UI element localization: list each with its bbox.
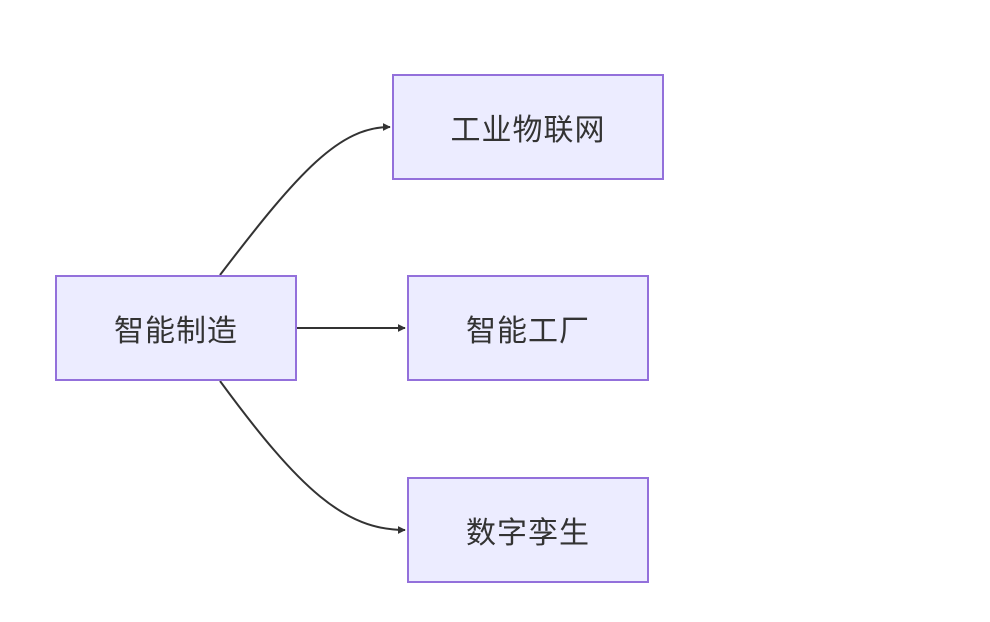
edge-root-to-iot — [219, 123, 391, 276]
node-smart-manufacturing: 智能制造 — [55, 275, 297, 381]
node-label: 智能工厂 — [466, 314, 590, 349]
node-label: 工业物联网 — [450, 113, 606, 148]
node-label: 数字孪生 — [466, 516, 590, 551]
node-smart-factory: 智能工厂 — [407, 275, 649, 381]
node-label: 智能制造 — [114, 314, 238, 349]
node-industrial-iot: 工业物联网 — [392, 74, 664, 180]
node-digital-twin: 数字孪生 — [407, 477, 649, 583]
edge-root-to-twin — [219, 380, 406, 534]
